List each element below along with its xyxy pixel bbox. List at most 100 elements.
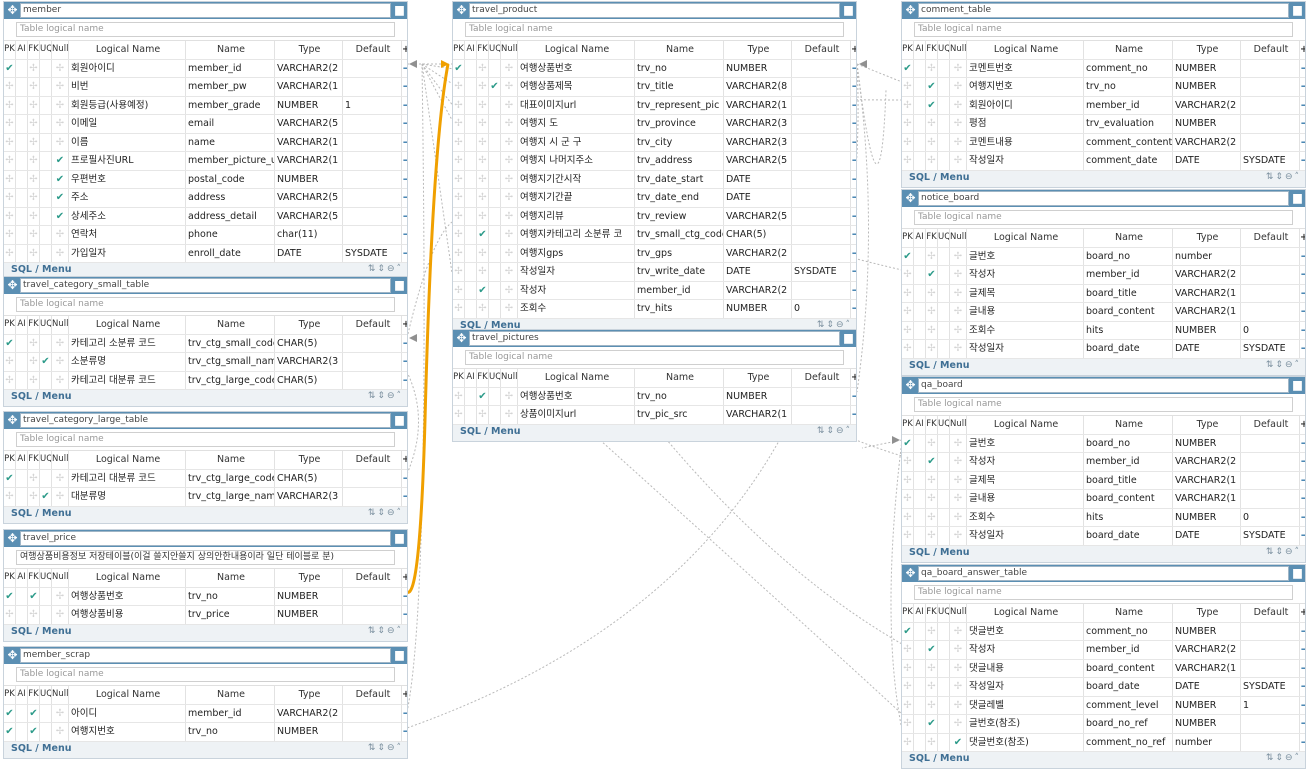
ai-checkbox[interactable] [914, 527, 926, 545]
remove-column-icon[interactable]: − [1300, 78, 1305, 96]
ai-checkbox[interactable] [914, 115, 926, 133]
ai-checkbox[interactable] [914, 434, 926, 452]
column-name-cell[interactable]: trv_no [186, 723, 275, 741]
column-name-cell[interactable]: address [186, 189, 275, 207]
collapse-icon[interactable]: ⊖ [1284, 359, 1295, 370]
uq-checkbox[interactable] [489, 244, 501, 262]
null-checkbox[interactable]: ✢ [950, 641, 967, 659]
column-default-cell[interactable]: 0 [1241, 321, 1300, 339]
uq-checkbox[interactable]: ✔ [489, 78, 501, 96]
move-icon[interactable]: ✥ [456, 3, 467, 17]
null-checkbox[interactable]: ✢ [501, 78, 518, 96]
fk-checkbox[interactable]: ✢ [926, 527, 938, 545]
remove-column-icon[interactable]: − [402, 245, 407, 263]
remove-column-icon[interactable]: − [851, 152, 856, 170]
chevron-up-icon[interactable]: ˄ [1294, 546, 1301, 557]
collapse-icon[interactable]: ⊖ [386, 507, 397, 518]
ai-checkbox[interactable] [914, 284, 926, 302]
column-type-cell[interactable]: NUMBER [1173, 115, 1241, 133]
remove-column-icon[interactable]: − [402, 97, 407, 115]
ai-checkbox[interactable] [16, 704, 28, 722]
logical-name-cell[interactable]: 작성일자 [967, 527, 1084, 545]
uq-checkbox[interactable] [489, 263, 501, 281]
sql-menu-button[interactable]: SQL / Menu [11, 507, 72, 519]
pk-checkbox[interactable]: ✢ [4, 189, 16, 207]
column-name-cell[interactable]: comment_no_ref [1084, 733, 1173, 751]
null-checkbox[interactable]: ✢ [950, 133, 967, 151]
table-name-field[interactable]: travel_category_large_table [20, 413, 391, 428]
table-name-field[interactable]: travel_pictures [469, 331, 840, 346]
fk-checkbox[interactable]: ✔ [926, 453, 938, 471]
ai-checkbox[interactable] [465, 96, 477, 114]
fk-checkbox[interactable]: ✢ [477, 244, 489, 262]
pk-checkbox[interactable]: ✢ [453, 170, 465, 188]
fk-checkbox[interactable]: ✢ [477, 152, 489, 170]
column-type-cell[interactable]: VARCHAR2(2 [1173, 266, 1241, 284]
remove-column-icon[interactable]: − [402, 606, 407, 624]
logical-name-cell[interactable]: 아이디 [69, 704, 186, 722]
remove-column-icon[interactable]: − [851, 300, 856, 318]
pk-checkbox[interactable]: ✢ [453, 78, 465, 96]
logical-name-cell[interactable]: 여행지기간시작 [518, 170, 635, 188]
column-name-cell[interactable]: email [186, 115, 275, 133]
fk-checkbox[interactable]: ✔ [28, 723, 40, 741]
column-name-cell[interactable]: member_grade [186, 96, 275, 114]
chevron-up-icon[interactable]: ˄ [396, 625, 403, 636]
column-name-cell[interactable]: comment_date [1084, 152, 1173, 170]
table-logical-name-field[interactable]: Table logical name [914, 397, 1293, 412]
fk-checkbox[interactable]: ✢ [926, 152, 938, 170]
logical-name-cell[interactable]: 카테고리 대분류 코드 [69, 371, 186, 389]
remove-column-icon[interactable]: − [851, 115, 856, 133]
column-default-cell[interactable] [343, 189, 402, 207]
uq-checkbox[interactable] [489, 59, 501, 77]
column-default-cell[interactable] [343, 115, 402, 133]
null-checkbox[interactable]: ✢ [52, 59, 69, 77]
reorder-icon[interactable]: ⇕ [826, 425, 836, 436]
pk-checkbox[interactable]: ✔ [902, 622, 914, 640]
null-checkbox[interactable]: ✢ [950, 321, 967, 339]
logical-name-cell[interactable]: 여행지기간끝 [518, 189, 635, 207]
ai-checkbox[interactable] [465, 406, 477, 424]
ai-checkbox[interactable] [914, 78, 926, 96]
column-name-cell[interactable]: member_id [1084, 96, 1173, 114]
table-logical-name-field[interactable]: Table logical name [914, 210, 1293, 225]
column-name-cell[interactable]: board_no [1084, 434, 1173, 452]
column-name-cell[interactable]: member_id [186, 59, 275, 77]
table-logical-name-field[interactable]: Table logical name [465, 350, 844, 365]
uq-checkbox[interactable]: ✔ [40, 353, 52, 371]
ai-checkbox[interactable] [914, 321, 926, 339]
column-default-cell[interactable] [343, 371, 402, 389]
collapse-icon[interactable]: ⊖ [835, 425, 846, 436]
pk-checkbox[interactable]: ✢ [902, 471, 914, 489]
sql-menu-button[interactable]: SQL / Menu [11, 264, 72, 275]
logical-name-cell[interactable]: 작성자 [967, 453, 1084, 471]
column-type-cell[interactable]: DATE [1173, 527, 1241, 545]
fk-checkbox[interactable]: ✢ [477, 406, 489, 424]
move-icon[interactable]: ✥ [7, 278, 18, 292]
column-type-cell[interactable]: NUMBER [724, 300, 792, 318]
null-checkbox[interactable]: ✔ [52, 152, 69, 170]
column-type-cell[interactable]: CHAR(5) [724, 226, 792, 244]
null-checkbox[interactable]: ✢ [950, 622, 967, 640]
ai-checkbox[interactable] [914, 678, 926, 696]
fk-checkbox[interactable]: ✢ [28, 96, 40, 114]
column-name-cell[interactable]: member_picture_u [186, 152, 275, 170]
pk-checkbox[interactable]: ✢ [4, 226, 16, 244]
pk-checkbox[interactable]: ✢ [453, 300, 465, 318]
remove-column-icon[interactable]: − [1300, 115, 1305, 133]
logical-name-cell[interactable]: 소분류명 [69, 353, 186, 371]
pk-checkbox[interactable]: ✢ [4, 152, 16, 170]
remove-column-icon[interactable]: − [1300, 697, 1305, 715]
column-type-cell[interactable]: VARCHAR2(5 [724, 207, 792, 225]
logical-name-cell[interactable]: 글제목 [967, 471, 1084, 489]
ai-checkbox[interactable] [465, 281, 477, 299]
null-checkbox[interactable]: ✢ [950, 490, 967, 508]
pk-checkbox[interactable]: ✢ [453, 244, 465, 262]
